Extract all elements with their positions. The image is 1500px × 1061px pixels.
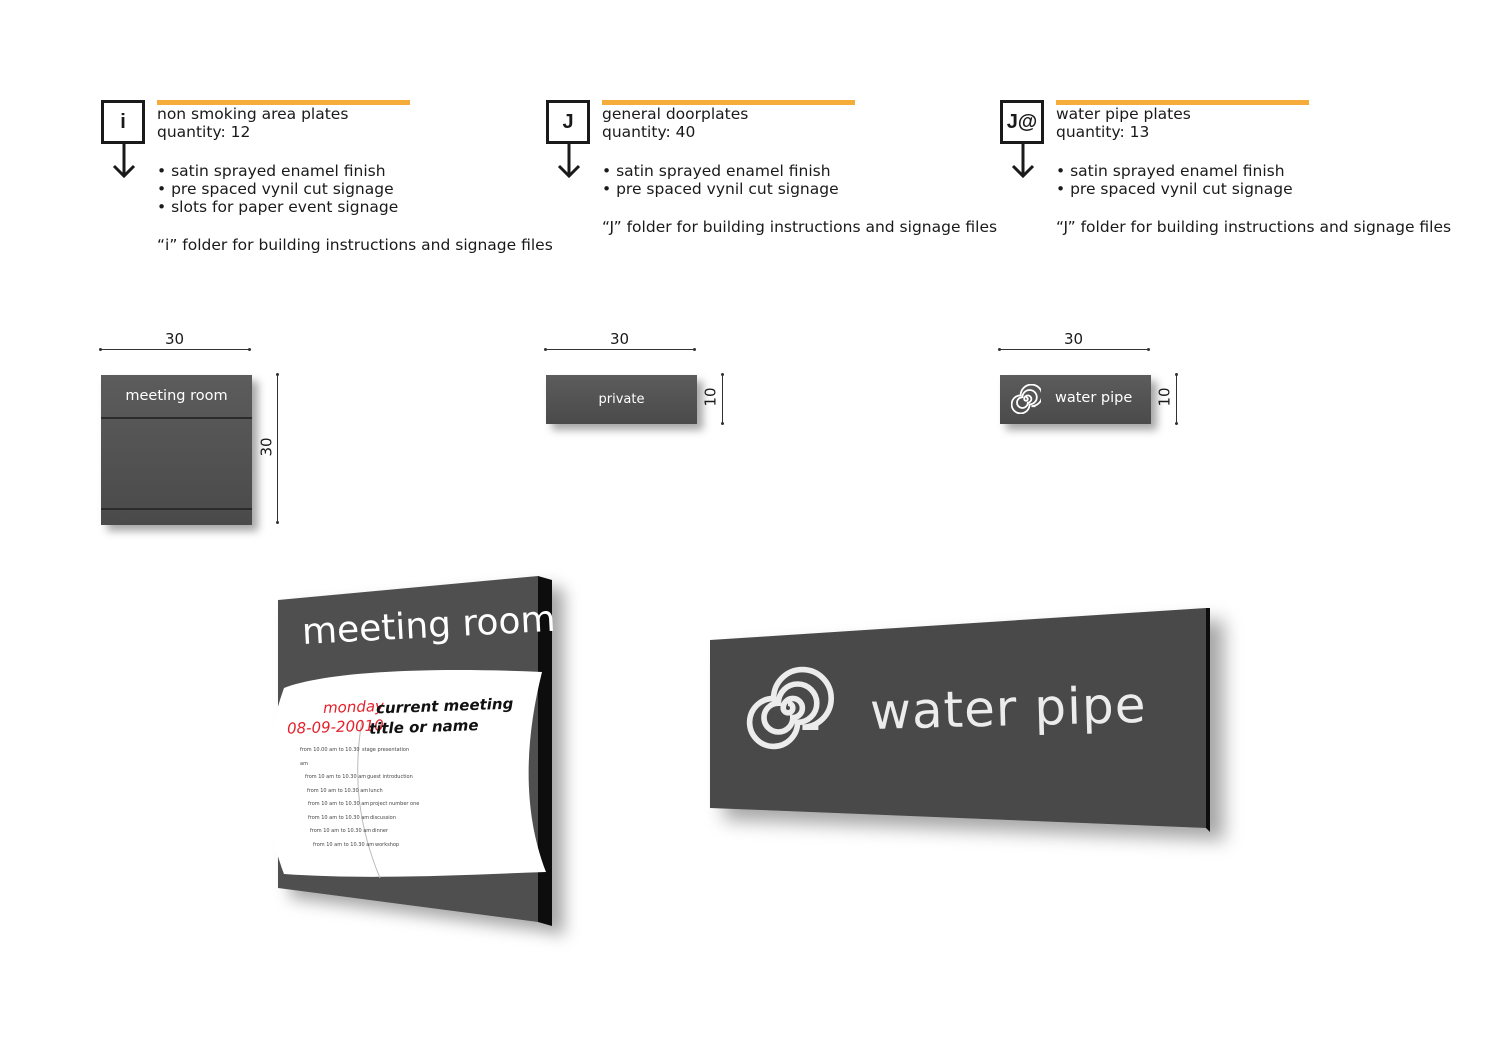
spec-bullets: satin sprayed enamel finish pre spaced v…	[602, 162, 997, 198]
dimension-line	[546, 349, 695, 350]
dimension-line	[277, 375, 278, 523]
bullet-item: pre spaced vynil cut signage	[1056, 180, 1451, 198]
folder-code-box: J	[546, 100, 590, 144]
paper-fold-line	[357, 719, 381, 879]
dimension-tick	[544, 348, 547, 351]
dimension-line	[1000, 349, 1149, 350]
schedule-event: dinner	[372, 828, 389, 834]
plate-divider	[101, 508, 252, 510]
spiral-icon	[746, 666, 834, 750]
spiral-icon	[1011, 384, 1041, 414]
dimension-tick	[276, 521, 279, 524]
dimension-tick	[721, 373, 724, 376]
arrow-down-icon	[557, 144, 581, 179]
spec-note: “i” folder for building instructions and…	[157, 236, 553, 254]
dimension-height-label: 10	[1155, 387, 1174, 407]
private-plate-drawing: private	[546, 375, 697, 424]
dimension-tick	[721, 422, 724, 425]
dimension-tick	[1175, 422, 1178, 425]
dimension-height-label: 10	[701, 387, 720, 407]
dimension-line	[101, 349, 250, 350]
plate-label: meeting room	[125, 388, 228, 404]
schedule-time: from 10 am to 10.30 am	[308, 814, 370, 821]
schedule-time: from 10 am to 10.30 am	[305, 774, 367, 780]
plate-face	[710, 608, 1206, 828]
dimension-width-label: 30	[610, 330, 630, 348]
spec-quantity: quantity: 40	[602, 123, 696, 141]
spec-title: general doorplates	[602, 105, 749, 123]
paper-insert	[266, 669, 546, 877]
dimension-height-label: 30	[257, 437, 276, 457]
arrow-down-icon	[1011, 144, 1035, 179]
folder-code-box: i	[101, 100, 145, 144]
plate-side-edge	[538, 576, 552, 926]
schedule-event: lunch	[369, 787, 383, 794]
spec-bullets: satin sprayed enamel finish pre spaced v…	[157, 162, 553, 216]
schedule-time: from 10 am to 10.30 am	[310, 828, 372, 834]
spec-bullets: satin sprayed enamel finish pre spaced v…	[1056, 162, 1451, 198]
water-pipe-plate-render	[710, 608, 1210, 832]
spec-title: water pipe plates	[1056, 105, 1191, 123]
schedule-event: project number one	[370, 801, 420, 807]
dimension-tick	[1175, 373, 1178, 376]
accent-bar	[157, 100, 410, 105]
bullet-item: slots for paper event signage	[157, 198, 553, 216]
meeting-room-plate-render	[266, 576, 552, 926]
arrow-down-icon	[112, 144, 136, 179]
schedule-time: from 10.00 am to 10.30 am	[300, 747, 360, 767]
spec-title: non smoking area plates	[157, 105, 349, 123]
plate-label: private	[598, 392, 645, 407]
plate-divider	[101, 417, 252, 419]
render-label: water pipe	[869, 675, 1148, 741]
schedule-event: workshop	[375, 841, 400, 848]
bullet-item: satin sprayed enamel finish	[157, 162, 553, 180]
dimension-tick	[998, 348, 1001, 351]
schedule-event: guest introduction	[367, 774, 413, 780]
dimension-line	[722, 375, 723, 424]
dimension-width-label: 30	[1064, 330, 1084, 348]
spec-quantity: quantity: 13	[1056, 123, 1150, 141]
bullet-item: satin sprayed enamel finish	[1056, 162, 1451, 180]
bullet-item: pre spaced vynil cut signage	[157, 180, 553, 198]
bullet-item: satin sprayed enamel finish	[602, 162, 997, 180]
dimension-line	[1176, 375, 1177, 424]
water-pipe-plate-drawing: water pipe	[1000, 375, 1151, 424]
dimension-tick	[99, 348, 102, 351]
spec-quantity: quantity: 12	[157, 123, 251, 141]
dimension-tick	[276, 373, 279, 376]
schedule-event: stage presentation	[362, 747, 410, 753]
schedule-time: from 10 am to 10.30 am	[308, 801, 370, 807]
schedule-time: from 10 am to 10.30 am	[313, 841, 375, 848]
folder-code-box: J@	[1000, 100, 1044, 144]
accent-bar	[602, 100, 855, 105]
bullet-item: pre spaced vynil cut signage	[602, 180, 997, 198]
schedule-event: discussion	[370, 814, 396, 821]
spec-note: “J” folder for building instructions and…	[602, 218, 998, 236]
render-heading-2: title or name	[368, 716, 479, 738]
accent-bar	[1056, 100, 1309, 105]
dimension-tick	[248, 348, 251, 351]
plate-side-edge	[1206, 608, 1210, 832]
schedule-time: from 10 am to 10.30 am	[307, 787, 369, 794]
dimension-width-label: 30	[165, 330, 185, 348]
meeting-room-plate-drawing: meeting room	[101, 375, 252, 525]
dimension-tick	[693, 348, 696, 351]
plate-label: water pipe	[1055, 390, 1133, 406]
dimension-tick	[1147, 348, 1150, 351]
spec-note: “J” folder for building instructions and…	[1056, 218, 1452, 236]
